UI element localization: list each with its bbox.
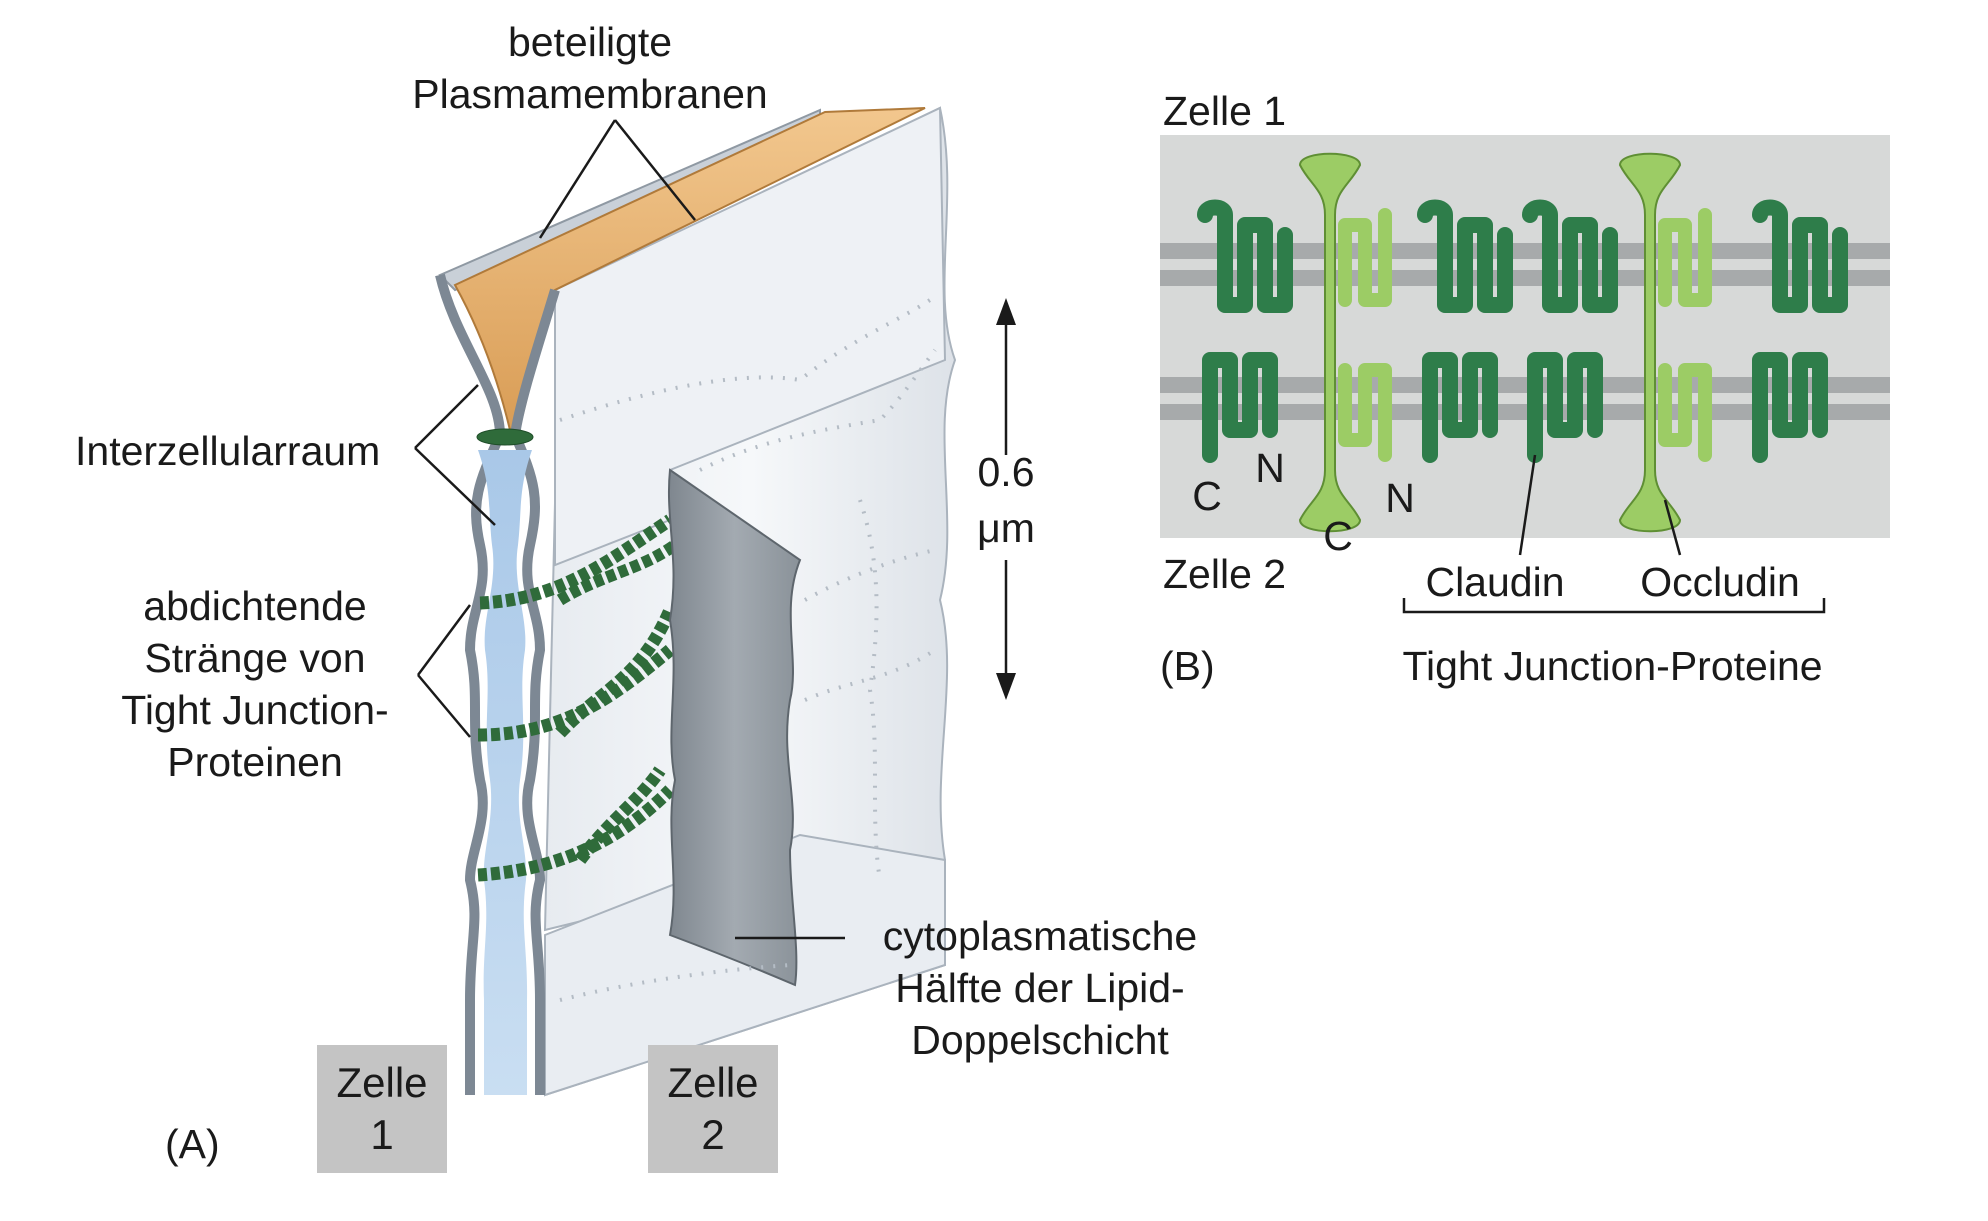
sealing-strands-label-line1: abdichtende <box>143 583 367 629</box>
panel-a-cell2-box: Zelle 2 <box>648 1045 778 1173</box>
terminus-c-mid: C <box>1323 513 1353 559</box>
occludin-proteins <box>1298 152 1682 533</box>
cytoplasmic-half-label-line1: cytoplasmatische <box>882 913 1198 959</box>
panel-a-cell2-line2: 2 <box>701 1111 725 1158</box>
sealing-strands <box>476 428 679 882</box>
panel-a-cell1-box: Zelle 1 <box>317 1045 447 1173</box>
panel-a-cell1-line2: 1 <box>370 1111 394 1158</box>
claudin-bottom-row <box>1202 352 1828 463</box>
scale-unit-label: μm <box>977 505 1035 551</box>
terminus-n-mid: N <box>1385 475 1415 521</box>
occludin-label: Occludin <box>1640 559 1800 605</box>
panel-a-cell1-line1: Zelle <box>336 1059 428 1106</box>
cytoplasmic-half-label-line2: Hälfte der Lipid- <box>895 965 1185 1011</box>
sealing-strands-label-line4: Proteinen <box>167 739 343 785</box>
tight-junction-proteins-label: Tight Junction-Proteine <box>1402 643 1823 689</box>
panel-a-letter: (A) <box>165 1121 220 1167</box>
sealing-strands-label-line2: Stränge von <box>144 635 366 681</box>
panel-a-cell2-line1: Zelle <box>667 1059 759 1106</box>
panel-a-illustration <box>435 106 957 1097</box>
cytoplasmic-half-label: cytoplasmatische Hälfte der Lipid- Doppe… <box>850 910 1230 1066</box>
scale-arrow <box>996 298 1016 700</box>
plasma-membranes-label-line1: beteiligte <box>507 19 673 65</box>
occludin-loops <box>1338 208 1712 462</box>
leader-lines-a <box>414 119 845 940</box>
particle-rows <box>559 298 937 1002</box>
panel-b-letter: (B) <box>1160 643 1215 689</box>
plasma-membranes-label-line2: Plasmamembranen <box>412 71 768 117</box>
panel-b-cell1-label: Zelle 1 <box>1163 88 1287 134</box>
intercellular-space <box>478 450 532 1095</box>
cytoplasmic-half-label-line3: Doppelschicht <box>911 1017 1169 1063</box>
panel-b-cell2-label: Zelle 2 <box>1163 551 1287 597</box>
plasma-membranes-label: beteiligte Plasmamembranen <box>390 16 790 120</box>
sealing-strands-label: abdichtende Stränge von Tight Junction- … <box>95 580 415 788</box>
terminus-n-left: N <box>1255 445 1285 491</box>
leader-lines-b <box>1518 454 1682 556</box>
scale-value-label: 0.6 <box>977 449 1035 495</box>
claudin-label: Claudin <box>1425 559 1565 605</box>
membrane-left <box>435 273 506 1095</box>
sealing-strands-label-line3: Tight Junction- <box>121 687 389 733</box>
claudin-top-row <box>1197 199 1848 313</box>
panel-b-illustration <box>1160 135 1890 614</box>
protein-brace <box>1402 598 1826 614</box>
terminus-c-left: C <box>1192 473 1222 519</box>
intercellular-space-label: Interzellularraum <box>75 428 381 474</box>
cytoplasmic-half-face <box>667 468 802 987</box>
